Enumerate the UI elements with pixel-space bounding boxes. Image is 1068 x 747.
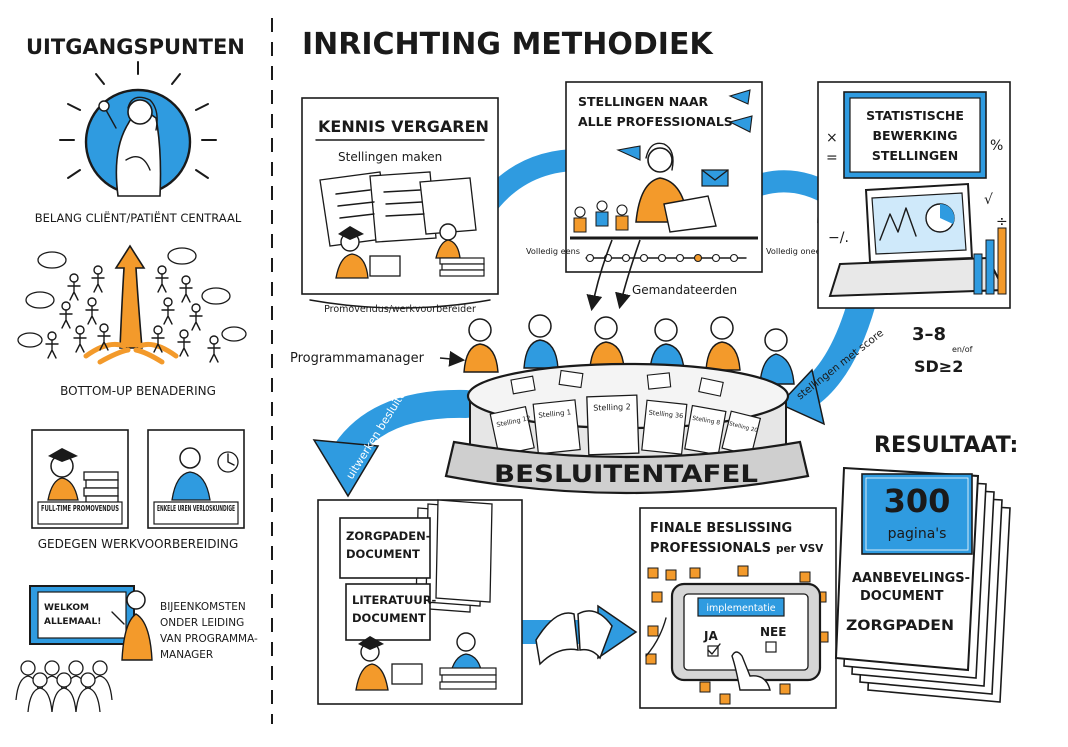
stellingen-line-2: ALLE PROFESSIONALS <box>578 114 733 129</box>
likert-scale <box>585 253 747 263</box>
statistiek-line-1: STATISTISCHE <box>866 108 964 123</box>
bottom-up-crowd-icon <box>17 244 247 365</box>
stelling-card-36: Stelling 36 <box>648 409 683 421</box>
tablet-label: implementatie <box>706 603 775 614</box>
bottom-up-label: BOTTOM-UP BENADERING <box>60 384 216 398</box>
main-title: INRICHTING METHODIEK <box>302 27 714 62</box>
table-people <box>463 314 795 385</box>
result-count: 300 <box>884 482 951 520</box>
meeting-line-2: ONDER LEIDING <box>160 617 244 629</box>
finale-line-1: FINALE BESLISSING <box>650 521 792 536</box>
volledig-oneens-label: Volledig oneens <box>766 247 830 256</box>
meeting-whiteboard-icon: WELKOM ALLEMAAL! <box>15 585 153 713</box>
stelling-card-2: Stelling 2 <box>593 402 631 412</box>
stelling-card-1: Stelling 1 <box>538 408 572 419</box>
fulltime-promovendus-label: FULL-TIME PROMOVENDUS <box>41 504 119 513</box>
svg-text:%: % <box>990 138 1003 154</box>
zorgpaden-doc-line-1: ZORGPADEN- <box>346 529 431 543</box>
verloskundige-card: ENKELE UREN VERLOSKUNDIGE <box>147 429 245 529</box>
pregnant-woman-sun-icon <box>59 61 217 197</box>
stelling-card-8: Stelling 8 <box>692 415 721 427</box>
literatuur-doc-line-2: DOCUMENT <box>352 611 426 625</box>
stellingen-line-1: STELLINGEN NAAR <box>578 94 709 109</box>
allemaal-text: ALLEMAAL! <box>44 617 101 627</box>
documents-panel: ZORGPADEN- DOCUMENT LITERATUUR- DOCUMENT <box>317 499 523 705</box>
score-range: 3–8 <box>912 324 946 345</box>
finale-suffix: per VSV <box>776 543 824 555</box>
programmamanager-arrow <box>439 350 466 367</box>
besluitentafel: Stelling 12 Stelling 1 Stelling 2 Stelli… <box>444 314 810 495</box>
meeting-line-3: VAN PROGRAMMA- <box>160 633 258 645</box>
resultaat-title: RESULTAAT: <box>874 433 1018 458</box>
stelling-cards: Stelling 12 Stelling 1 Stelling 2 Stelli… <box>489 394 762 457</box>
svg-text:=: = <box>826 150 838 166</box>
kennis-caption: Promovendus/werkvoorbereider <box>324 304 476 315</box>
result-document-stack: 300 pagina's AANBEVELINGS- DOCUMENT ZORG… <box>834 466 1011 703</box>
result-unit: pagina's <box>888 526 947 542</box>
finale-panel: FINALE BESLISSING PROFESSIONALS per VSV … <box>639 507 837 709</box>
kennis-vergaren-panel: KENNIS VERGAREN Stellingen maken Promove… <box>301 97 499 315</box>
flying-mail-icon <box>616 89 753 187</box>
nee-label: NEE <box>760 625 786 639</box>
arrow-uitwerken <box>332 389 480 466</box>
meeting-line-4: MANAGER <box>160 649 213 661</box>
fulltime-promovendus-card: FULL-TIME PROMOVENDUS <box>31 429 129 529</box>
zorgpaden-doc-line-2: DOCUMENT <box>346 547 420 561</box>
statistiek-line-3: STELLINGEN <box>872 148 958 163</box>
verloskundige-label: ENKELE UREN VERLOSKUNDIGE <box>157 504 235 513</box>
score-enof: en/of <box>952 345 973 354</box>
welkom-text: WELKOM <box>44 603 89 613</box>
besluitentafel-label: BESLUITENTAFEL <box>494 460 758 488</box>
kennis-subtitle: Stellingen maken <box>338 150 442 164</box>
left-title: UITGANGSPUNTEN <box>26 35 245 59</box>
statistiek-line-2: BEWERKING <box>872 128 957 143</box>
score-sd: SD≥2 <box>914 357 963 376</box>
finale-line-2: PROFESSIONALS <box>650 541 771 556</box>
stellingen-panel: STELLINGEN NAAR ALLE PROFESSIONALS <box>526 81 830 273</box>
programmamanager-label: Programmamanager <box>290 351 425 366</box>
open-book-icon <box>535 610 613 666</box>
svg-text:−/.: −/. <box>828 230 849 246</box>
tablet-icon: implementatie JA NEE <box>645 582 822 691</box>
math-symbols-icon: × =% √ −/. ÷ <box>826 130 1008 246</box>
volledig-eens-label: Volledig eens <box>526 247 580 256</box>
svg-text:÷: ÷ <box>996 214 1008 230</box>
werkvoorbereiding-label: GEDEGEN WERKVOORBEREIDING <box>38 537 239 551</box>
meeting-label: BIJEENKOMSTEN ONDER LEIDING VAN PROGRAMM… <box>160 601 258 661</box>
result-line-2: DOCUMENT <box>860 589 944 604</box>
gemandateerden-arrows <box>586 239 641 312</box>
client-central-label: BELANG CLIËNT/PATIËNT CENTRAAL <box>35 210 242 225</box>
tiny-professionals-icon <box>573 200 629 233</box>
ja-label: JA <box>703 629 718 643</box>
laptop-chart-icon <box>828 182 1007 298</box>
result-line-3: ZORGPADEN <box>846 618 954 634</box>
result-line-1: AANBEVELINGS- <box>852 571 970 586</box>
meeting-line-1: BIJEENKOMSTEN <box>160 601 246 613</box>
literatuur-doc-line-1: LITERATUUR- <box>352 593 437 607</box>
svg-text:√: √ <box>984 192 993 208</box>
kennis-title: KENNIS VERGAREN <box>318 117 489 136</box>
gemandateerden-label: Gemandateerden <box>632 283 737 297</box>
statistiek-panel: STATISTISCHE BEWERKING STELLINGEN × =% √ −… <box>817 81 1011 309</box>
svg-text:×: × <box>826 130 838 146</box>
